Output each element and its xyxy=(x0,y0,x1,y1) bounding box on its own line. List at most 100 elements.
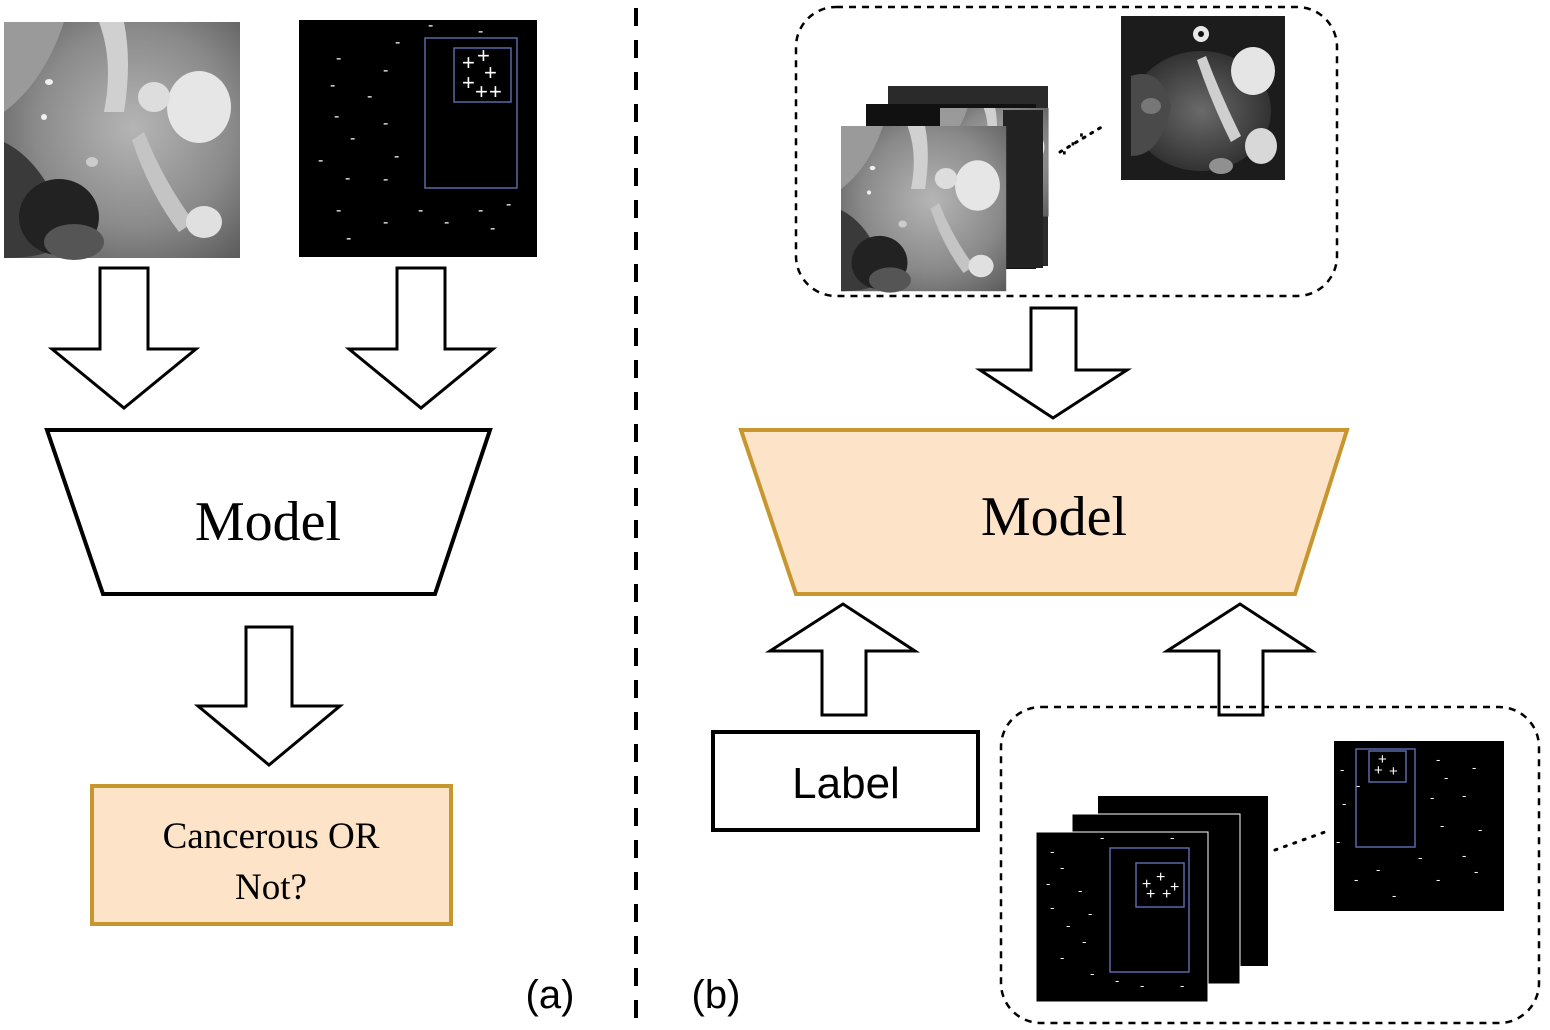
neg-mark: - xyxy=(367,88,372,105)
neg-mark: - xyxy=(418,202,423,219)
neg-mark: - xyxy=(1342,796,1346,811)
pos-mark: + xyxy=(1389,763,1398,780)
neg-mark: - xyxy=(1100,830,1104,845)
pos-mark: + xyxy=(1146,886,1155,903)
neg-mark: - xyxy=(1060,860,1064,875)
panel-tag-a: (a) xyxy=(526,973,575,1017)
neg-mark: - xyxy=(394,148,399,165)
neg-mark: - xyxy=(383,115,388,132)
neg-mark: - xyxy=(1392,888,1396,903)
pos-mark: + xyxy=(1374,762,1383,779)
neg-mark: - xyxy=(1474,864,1478,879)
model-block-a xyxy=(44,428,493,596)
neg-mark: - xyxy=(1436,872,1440,887)
model-label-b: Model xyxy=(981,486,1127,548)
neg-mark: - xyxy=(345,170,350,187)
neg-mark: - xyxy=(1170,830,1174,845)
pos-mark: + xyxy=(1156,869,1165,886)
neg-mark: - xyxy=(1082,934,1086,949)
panel-tag-b: (b) xyxy=(692,973,741,1017)
neg-mark: - xyxy=(1478,822,1482,837)
pos-mark: + xyxy=(1162,886,1171,903)
pos-mark: + xyxy=(484,60,497,85)
down-arrow-output xyxy=(193,625,345,767)
neg-mark: - xyxy=(1436,752,1440,767)
neg-mark: - xyxy=(383,62,388,79)
label-box xyxy=(711,730,980,832)
ct-stack-container xyxy=(794,5,1339,298)
neg-mark: - xyxy=(1050,900,1054,915)
ellipsis-dots-b xyxy=(1273,830,1327,852)
neg-mark: - xyxy=(346,230,351,247)
ellipsis-dots: ⋰ xyxy=(1060,128,1086,158)
ct-scan-image-a xyxy=(4,22,240,260)
neg-mark: - xyxy=(506,196,511,213)
down-arrow-right xyxy=(344,266,498,410)
output-box-a xyxy=(90,784,453,926)
pos-mark: + xyxy=(462,70,475,95)
neg-mark: - xyxy=(1066,918,1070,933)
neg-mark: - xyxy=(1090,966,1094,981)
up-arrow-mask xyxy=(1161,602,1318,717)
neg-mark: - xyxy=(330,77,335,94)
output-line-2: Not? xyxy=(235,867,307,908)
neg-mark: - xyxy=(1050,844,1054,859)
label-box-text: Label xyxy=(792,759,900,808)
neg-mark: - xyxy=(336,202,341,219)
neg-mark: - xyxy=(1088,906,1092,921)
output-line-1: Cancerous OR xyxy=(163,816,380,857)
pos-mark: + xyxy=(489,79,502,104)
front-mask-negatives: - - - - - - - - - - - - - - - xyxy=(1046,830,1184,993)
pos-mark: + xyxy=(477,43,490,68)
pos-mark: + xyxy=(1142,876,1151,893)
up-arrow-label xyxy=(764,602,921,717)
pos-mark: + xyxy=(1170,879,1179,896)
model-block-b xyxy=(738,428,1350,596)
down-arrow-left xyxy=(47,266,201,410)
neg-mark: - xyxy=(383,214,388,231)
back-mask-negatives: - - - - - - - - - - - - - - - - - - xyxy=(1336,752,1482,903)
ct-back-slice xyxy=(1121,16,1285,180)
neg-mark: - xyxy=(1440,818,1444,833)
neg-mark: - xyxy=(1180,978,1184,993)
neg-mark: - xyxy=(428,17,433,34)
neg-mark: - xyxy=(1462,848,1466,863)
neg-mark: - xyxy=(1444,770,1448,785)
pos-mark: + xyxy=(462,50,475,75)
neg-mark: - xyxy=(478,202,483,219)
front-mask-positives: + + + + + xyxy=(1142,869,1179,903)
neg-mark: - xyxy=(490,220,495,237)
neg-mark: - xyxy=(318,152,323,169)
lesion-box xyxy=(453,47,512,103)
pos-mark: + xyxy=(475,79,488,104)
down-arrow-b xyxy=(974,306,1133,420)
mask-stack: - - - - - - - - - - - - - - - + + + + xyxy=(1035,741,1504,1003)
pos-mark: + xyxy=(1378,751,1387,768)
neg-mark: - xyxy=(1430,790,1434,805)
neg-mark: - xyxy=(1418,850,1422,865)
neg-mark: - xyxy=(1078,883,1082,898)
mask-image-a: - - - - - - - - - - - - - - - - - - - - xyxy=(299,17,537,257)
model-label-a: Model xyxy=(195,491,341,553)
neg-mark: - xyxy=(383,171,388,188)
back-mask-positives: + + + xyxy=(1374,751,1398,780)
neg-mark: - xyxy=(1336,834,1340,849)
neg-mark: - xyxy=(1340,762,1344,777)
neg-mark: - xyxy=(334,108,339,125)
neg-mark: - xyxy=(1356,778,1360,793)
roi-box xyxy=(424,37,518,189)
panel-a: - - - - - - - - - - - - - - - - - - - - xyxy=(4,17,574,1017)
panel-b: ⋰ Model Label - - - - - xyxy=(692,5,1541,1025)
neg-mark: - xyxy=(478,23,483,40)
neg-mark: - xyxy=(1376,862,1380,877)
ct-stack: ⋰ xyxy=(841,16,1285,293)
neg-mark: - xyxy=(1060,950,1064,965)
neg-mark: - xyxy=(1472,760,1476,775)
neg-mark: - xyxy=(395,34,400,51)
neg-mark: - xyxy=(1115,973,1119,988)
neg-mark: - xyxy=(336,50,341,67)
neg-mark: - xyxy=(1140,978,1144,993)
mask-stack-container xyxy=(999,705,1541,1025)
